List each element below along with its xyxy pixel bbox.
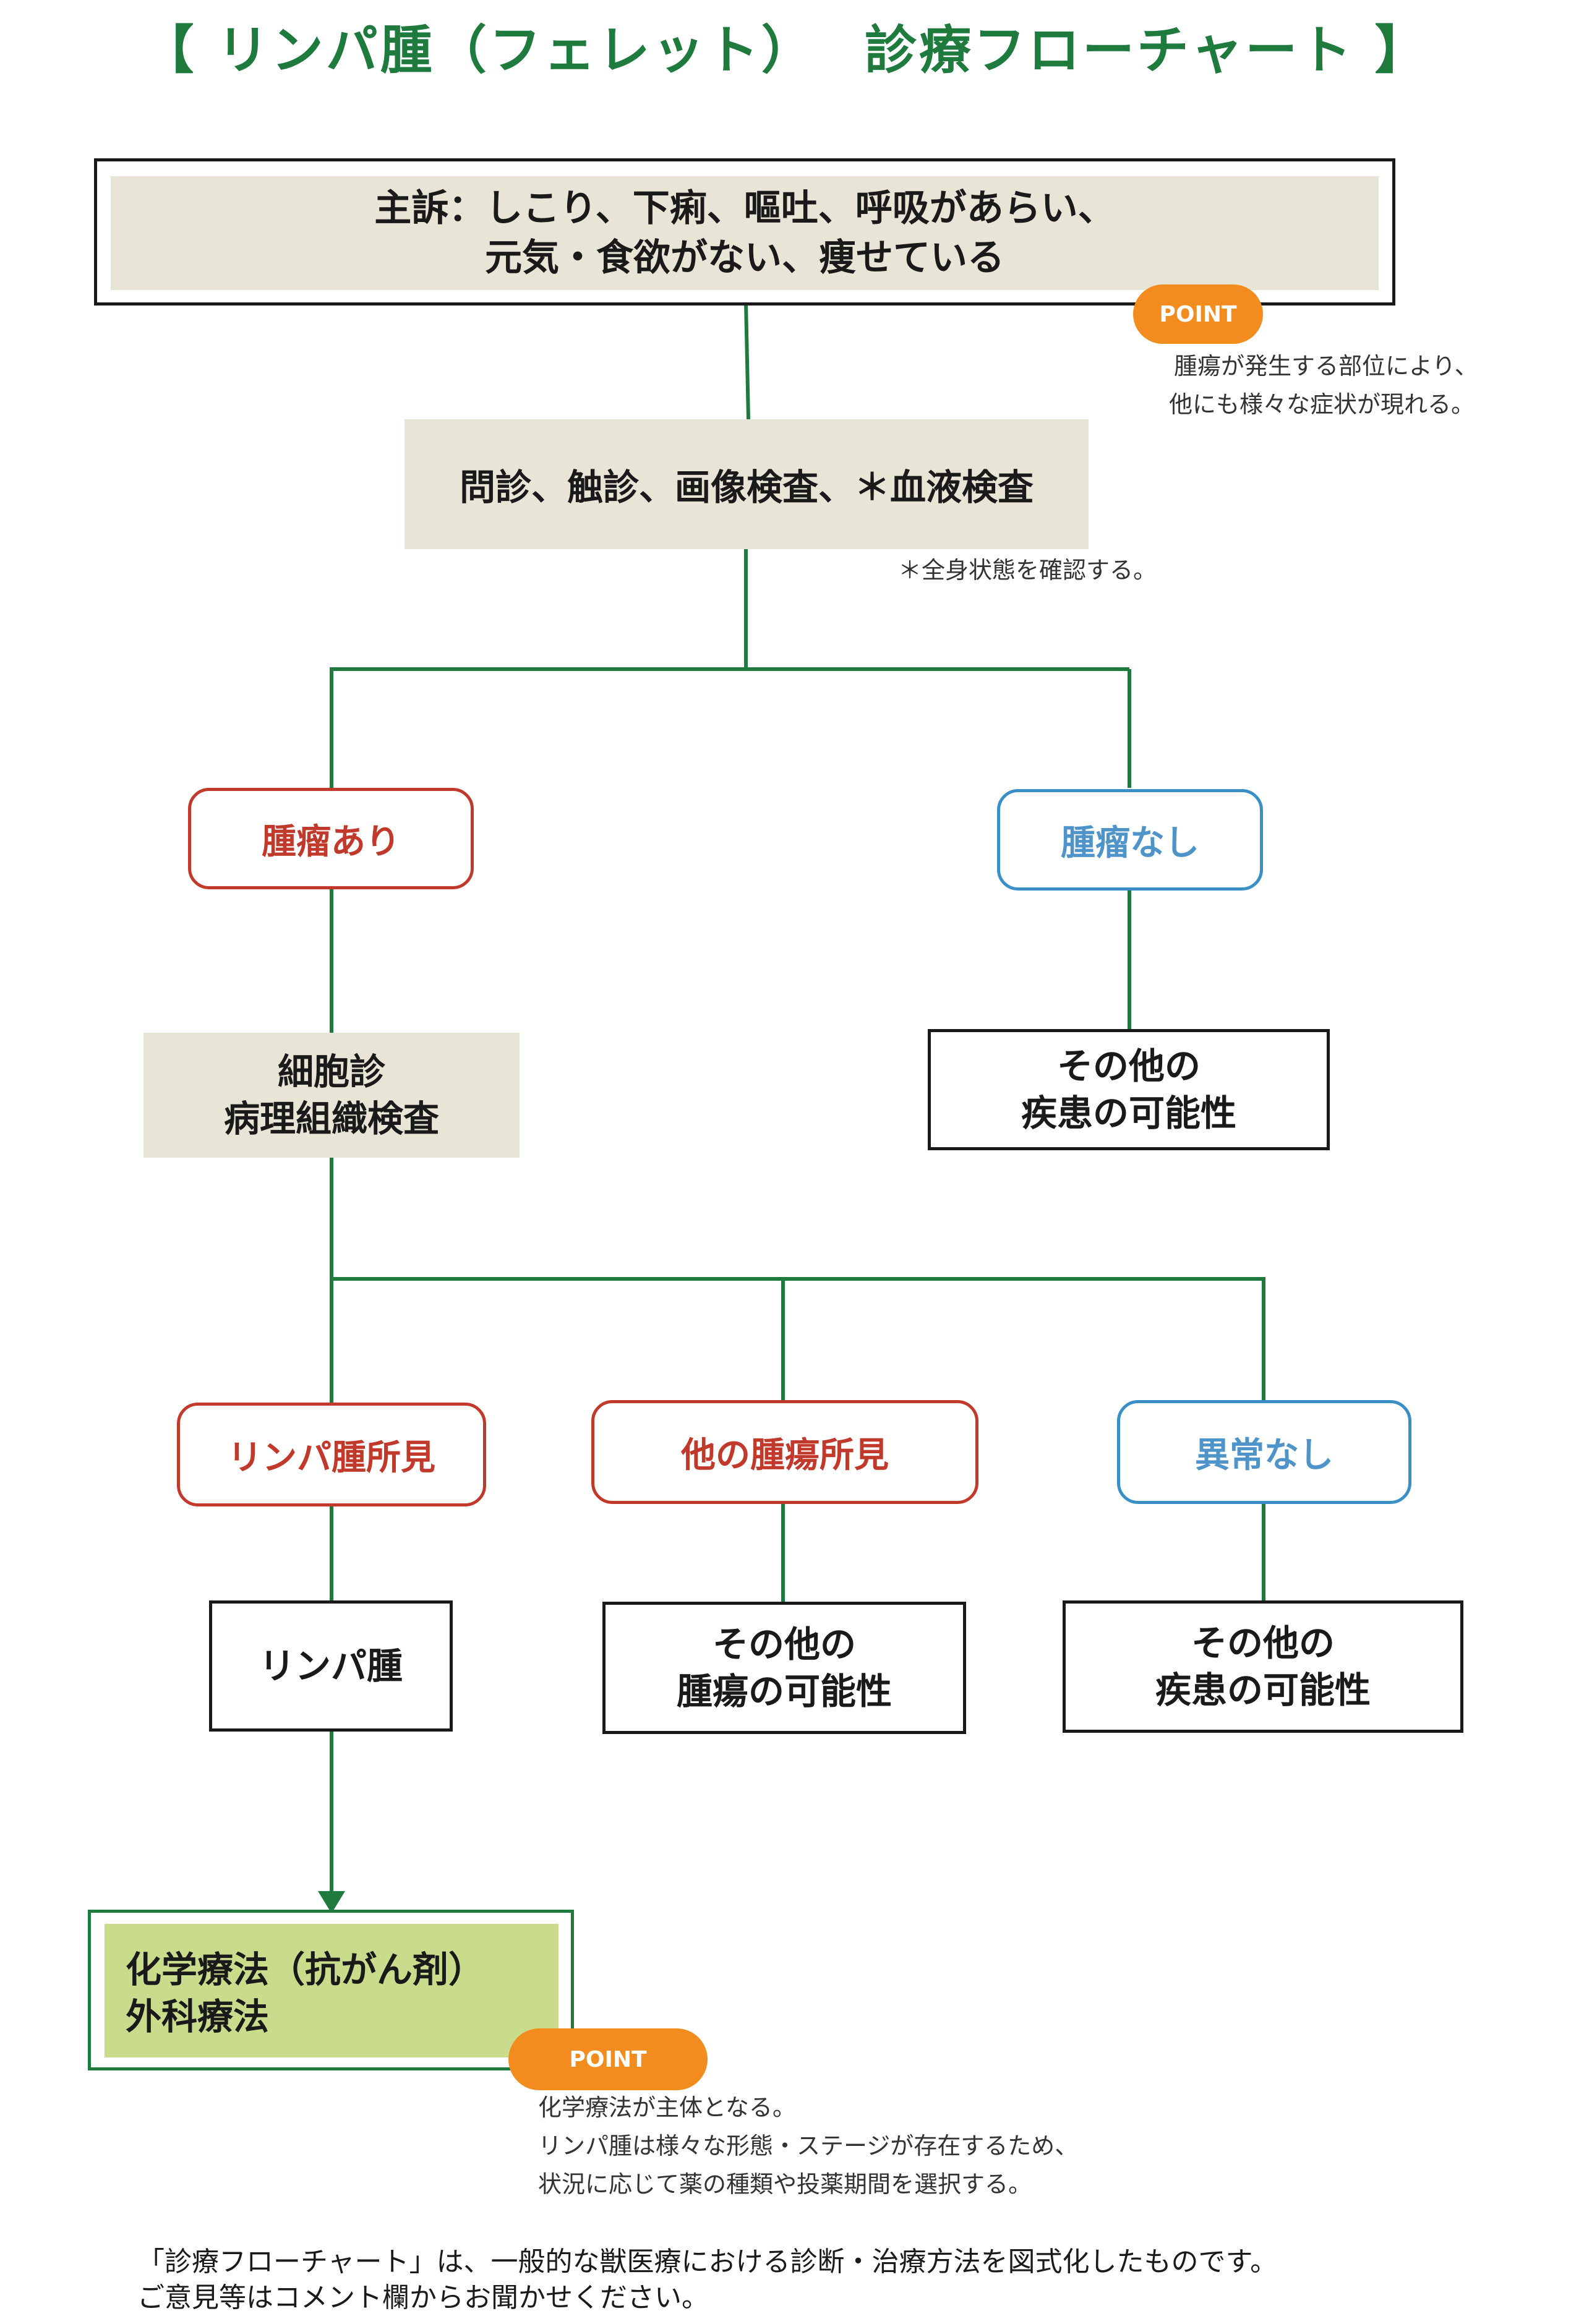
cytology-line-2: 病理組織検査	[223, 1098, 439, 1140]
other-tumor-possibility-line-1: その他の	[712, 1623, 856, 1665]
footer-line-2: ご意見等はコメント欄からお聞かせください。	[137, 2282, 709, 2313]
cytology-line-1: 細胞診	[277, 1051, 385, 1093]
point-2-line-2: リンパ腫は様々な形態・ステージが存在するため、	[538, 2132, 1079, 2160]
point-2-line-1: 化学療法が主体となる。	[538, 2094, 796, 2121]
complaint-box: 主訴：しこり、下痢、嘔吐、呼吸があらい、 元気・食欲がない、痩せている	[94, 158, 1395, 305]
treatment-line-2: 外科療法	[126, 1996, 270, 2038]
exam-note: ＊全身状態を確認する。	[898, 557, 1157, 584]
treatment-box: 化学療法（抗がん剤） 外科療法	[88, 1910, 574, 2070]
lymphoma-box: リンパ腫	[209, 1600, 453, 1732]
other-tumor-possibility-line-2: 腫瘍の可能性	[676, 1670, 892, 1712]
other-disease-box-1: その他の 疾患の可能性	[928, 1029, 1330, 1150]
treatment-inner: 化学療法（抗がん剤） 外科療法	[105, 1924, 559, 2057]
other-disease-1-line-1: その他の	[1056, 1045, 1201, 1087]
treatment-line-1: 化学療法（抗がん剤）	[126, 1949, 485, 1991]
other-disease-2-line-2: 疾患の可能性	[1155, 1669, 1371, 1711]
complaint-line-2: 元気・食欲がない、痩せている	[485, 236, 1004, 280]
footer-line-1: 「診療フローチャート」は、一般的な獣医療における診断・治療方法を図式化したもので…	[137, 2246, 1278, 2278]
other-disease-1-line-2: 疾患の可能性	[1021, 1092, 1236, 1134]
point-badge-1: POINT	[1133, 284, 1263, 344]
tumor-no-box: 腫瘤なし	[997, 789, 1263, 891]
point-2-line-3: 状況に応じて薬の種類や投薬期間を選択する。	[538, 2171, 1032, 2198]
complaint-line-1: 主訴：しこり、下痢、嘔吐、呼吸があらい、	[374, 187, 1115, 230]
cytology-box: 細胞診 病理組織検査	[143, 1033, 520, 1158]
point-1-line-1: 腫瘍が発生する部位により、	[1174, 352, 1478, 380]
point-1-line-2: 他にも様々な症状が現れる。	[1169, 391, 1475, 418]
tumor-yes-box: 腫瘤あり	[188, 788, 474, 889]
other-tumor-finding-box: 他の腫瘍所見	[591, 1400, 978, 1504]
normal-finding-box: 異常なし	[1117, 1400, 1411, 1504]
page-title: 【 リンパ腫（フェレット） 診療フローチャート 】	[142, 20, 1429, 80]
lymphoma-finding-box: リンパ腫所見	[177, 1403, 486, 1506]
other-disease-box-2: その他の 疾患の可能性	[1063, 1600, 1463, 1733]
point-badge-2: POINT	[508, 2028, 708, 2090]
other-disease-2-line-1: その他の	[1191, 1622, 1335, 1664]
connector-complaint-exam	[744, 302, 750, 420]
other-tumor-possibility-box: その他の 腫瘍の可能性	[602, 1602, 966, 1734]
complaint-inner: 主訴：しこり、下痢、嘔吐、呼吸があらい、 元気・食欲がない、痩せている	[111, 176, 1379, 290]
arrowhead-to-treatment	[318, 1891, 345, 1913]
exam-box: 問診、触診、画像検査、＊血液検査	[405, 419, 1089, 549]
